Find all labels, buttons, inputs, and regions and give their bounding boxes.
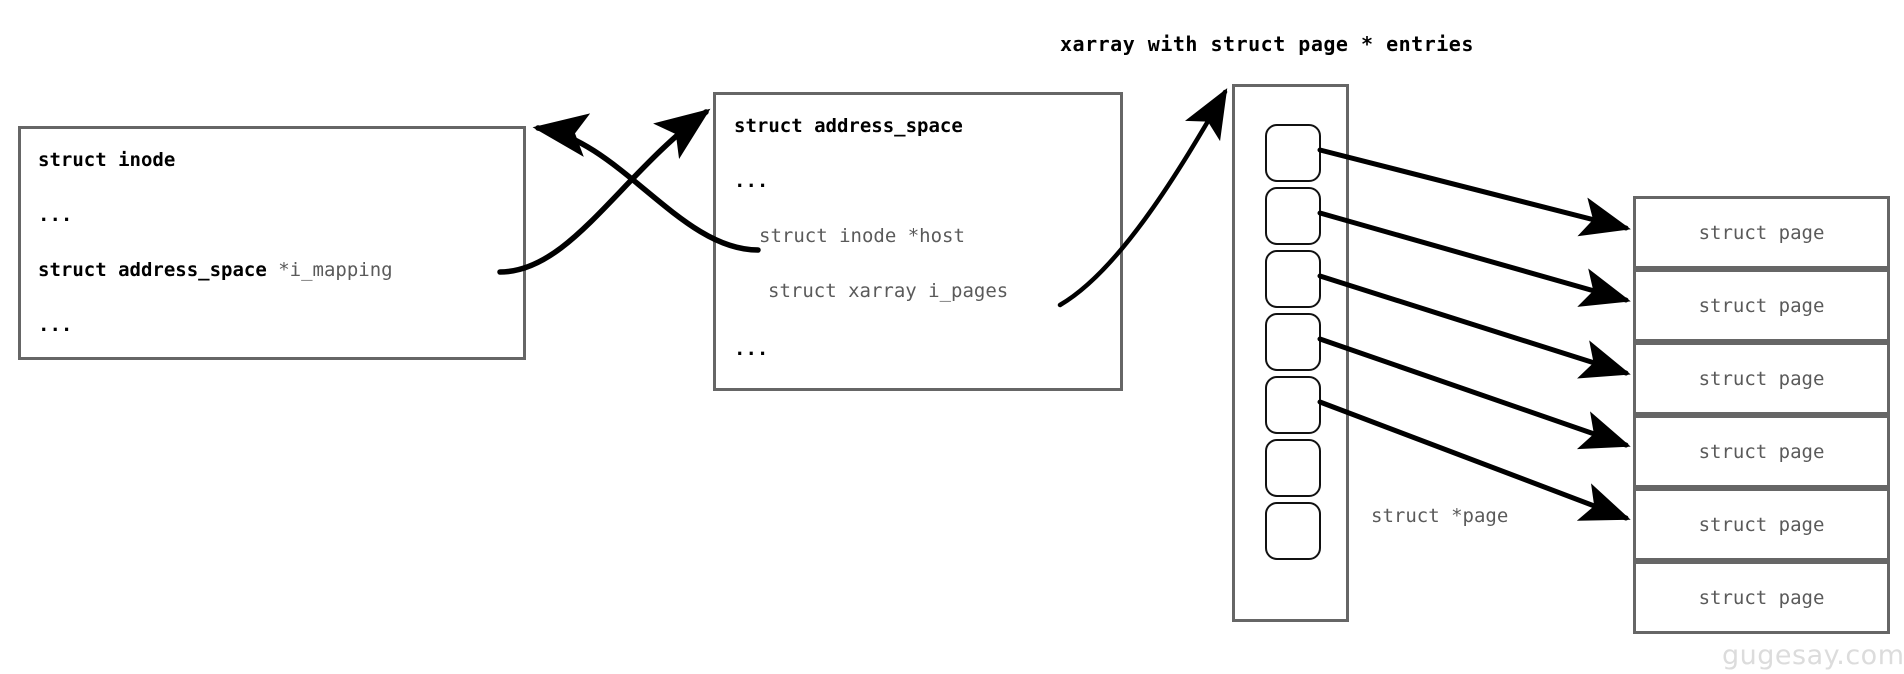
arrow-i-mapping-to-address-space xyxy=(497,108,711,275)
struct-page-label-3: struct page xyxy=(1698,440,1825,463)
addrspace-line-ellipsis-top: ... xyxy=(734,170,769,192)
struct-page-box-1: struct page xyxy=(1633,269,1890,342)
inode-line-ellipsis-top: ... xyxy=(38,204,73,226)
addrspace-line-i-pages: struct xarray i_pages xyxy=(768,280,1009,302)
arrow-slot2-to-page2 xyxy=(1317,273,1631,379)
struct-inode-box: struct inode ... struct address_space *i… xyxy=(18,126,526,360)
inode-line-i-mapping: struct address_space *i_mapping xyxy=(38,259,393,281)
struct-page-box-0: struct page xyxy=(1633,196,1890,269)
xarray-slot-5[interactable] xyxy=(1265,439,1321,497)
addrspace-line-title: struct address_space xyxy=(734,115,963,137)
xarray-slot-2[interactable] xyxy=(1265,250,1321,308)
arrow-slot0-to-page0 xyxy=(1317,147,1631,237)
struct-page-label-1: struct page xyxy=(1698,294,1825,317)
xarray-slot-1[interactable] xyxy=(1265,187,1321,245)
struct-page-label-5: struct page xyxy=(1698,586,1825,609)
xarray-container xyxy=(1232,84,1349,622)
xarray-slot-3[interactable] xyxy=(1265,313,1321,371)
struct-address-space-box: struct address_space ... struct inode *h… xyxy=(713,92,1123,391)
diagram-title: xarray with struct page * entries xyxy=(1060,32,1474,56)
addrspace-line-ellipsis-bottom: ... xyxy=(734,338,769,360)
struct-page-label-2: struct page xyxy=(1698,367,1825,390)
xarray-slot-6[interactable] xyxy=(1265,502,1321,560)
xarray-slot-4[interactable] xyxy=(1265,376,1321,434)
struct-page-label-0: struct page xyxy=(1698,221,1825,244)
arrow-slot1-to-page1 xyxy=(1317,210,1631,307)
struct-page-label-4: struct page xyxy=(1698,513,1825,536)
addrspace-line-host: struct inode *host xyxy=(759,225,965,247)
xarray-slot-0[interactable] xyxy=(1265,124,1321,182)
struct-page-box-2: struct page xyxy=(1633,342,1890,415)
struct-page-box-5: struct page xyxy=(1633,561,1890,634)
arrow-slot3-to-page3 xyxy=(1317,336,1631,450)
struct-page-box-3: struct page xyxy=(1633,415,1890,488)
arrow-slot4-to-page4 xyxy=(1317,399,1631,521)
inode-i-mapping-field: *i_mapping xyxy=(266,259,393,281)
inode-line-ellipsis-bottom: ... xyxy=(38,314,73,336)
inode-i-mapping-type: struct address_space xyxy=(38,259,267,281)
site-watermark: gugesay.com xyxy=(1722,640,1904,671)
struct-page-box-4: struct page xyxy=(1633,488,1890,561)
inode-line-title: struct inode xyxy=(38,149,176,171)
struct-page-pointer-label: struct *page xyxy=(1371,505,1509,527)
